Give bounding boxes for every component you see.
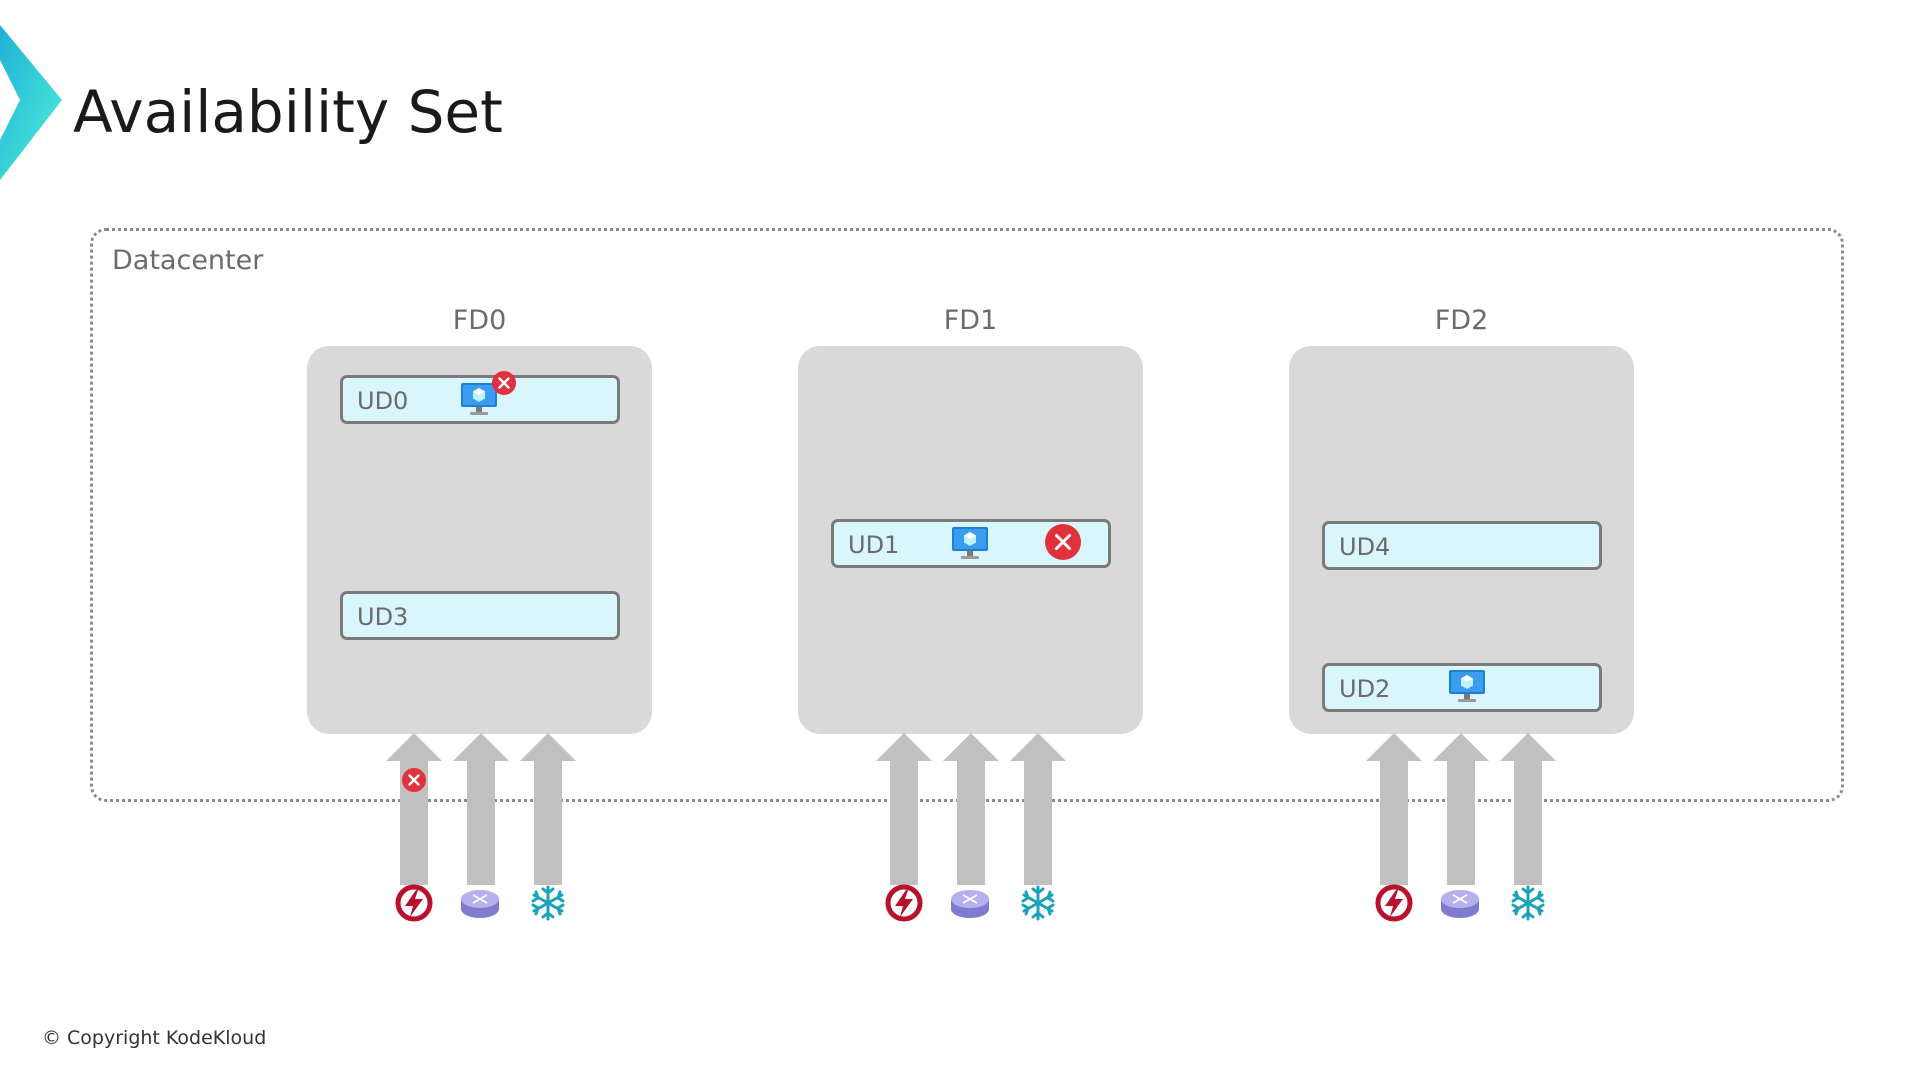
page-title: Availability Set (73, 78, 503, 146)
error-x-icon (402, 768, 426, 792)
update-domain-label: UD3 (357, 603, 409, 631)
power-supply-arrow (1366, 733, 1422, 885)
brand-chevron-icon (0, 25, 62, 180)
power-supply-arrow (876, 733, 932, 885)
cooling-icon (1511, 885, 1545, 921)
virtual-machine-icon (1449, 670, 1485, 702)
update-domain-2: UD2 (1322, 663, 1602, 712)
power-supply-arrow (386, 733, 442, 885)
error-x-icon (1045, 524, 1081, 560)
cooling-icon (1021, 885, 1055, 921)
error-x-icon (492, 371, 516, 395)
fault-domain-2: UD4 UD2 (1289, 346, 1634, 734)
update-domain-1: UD1 (831, 519, 1111, 568)
network-router-icon (461, 890, 499, 918)
network-router-icon (1441, 890, 1479, 918)
network-supply-arrow (1433, 733, 1489, 885)
network-supply-arrow (453, 733, 509, 885)
cooling-icon (531, 885, 565, 921)
fault-domain-2-title: FD2 (1434, 305, 1489, 336)
network-supply-arrow (943, 733, 999, 885)
update-domain-label: UD0 (357, 387, 409, 415)
fault-domain-0-title: FD0 (452, 305, 507, 336)
update-domain-4: UD4 (1322, 521, 1602, 570)
fault-domain-0: UD0 UD3 (307, 346, 652, 734)
datacenter-label: Datacenter (112, 245, 264, 276)
virtual-machine-icon (461, 383, 497, 415)
fault-domain-1-title: FD1 (943, 305, 998, 336)
cooling-supply-arrow (1010, 733, 1066, 885)
power-icon (885, 884, 923, 922)
update-domain-3: UD3 (340, 591, 620, 640)
fault-domain-1: UD1 (798, 346, 1143, 734)
power-icon (1375, 884, 1413, 922)
cooling-supply-arrow (1500, 733, 1556, 885)
virtual-machine-icon (952, 527, 988, 559)
update-domain-label: UD4 (1339, 533, 1391, 561)
update-domain-label: UD2 (1339, 675, 1391, 703)
power-icon (395, 884, 433, 922)
cooling-supply-arrow (520, 733, 576, 885)
copyright-text: © Copyright KodeKloud (42, 1027, 267, 1049)
update-domain-label: UD1 (848, 531, 900, 559)
update-domain-0: UD0 (340, 371, 620, 424)
network-router-icon (951, 890, 989, 918)
